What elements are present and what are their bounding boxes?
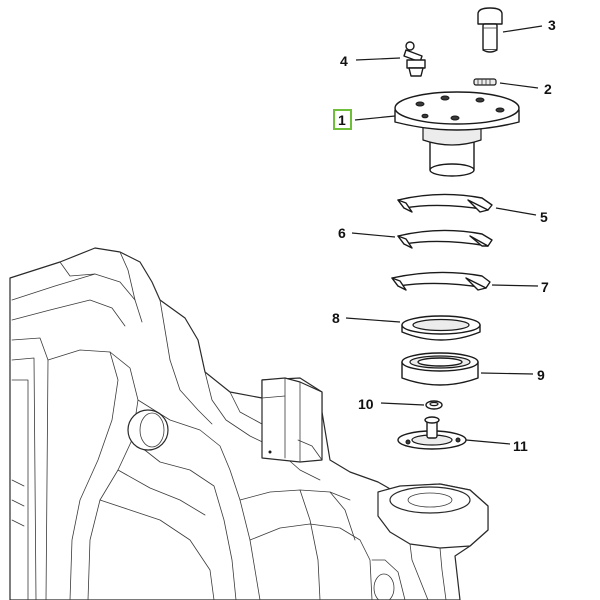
part-7-spacer [391, 271, 491, 291]
leader-4 [355, 57, 401, 61]
callout-11: 11 [513, 438, 528, 454]
leader-10 [380, 402, 425, 406]
part-3-bolt [477, 7, 503, 53]
part-9-bearing [401, 352, 479, 386]
callout-10: 10 [358, 396, 374, 412]
callout-numbers: 1 2 3 4 5 6 7 8 9 10 11 [332, 17, 556, 454]
leader-11 [465, 439, 511, 445]
part-5-spacer [397, 193, 493, 213]
callout-6: 6 [338, 225, 346, 241]
callout-8: 8 [332, 310, 340, 326]
callout-4: 4 [340, 53, 348, 69]
leader-lines [345, 25, 543, 445]
leader-3 [502, 25, 543, 33]
callout-1-highlight-box [333, 109, 352, 130]
leader-7 [491, 284, 539, 287]
part-11-thrust-washer [397, 416, 467, 450]
callout-9: 9 [537, 367, 545, 383]
callout-2: 2 [544, 81, 552, 97]
leader-8 [345, 317, 401, 323]
callout-5: 5 [540, 209, 548, 225]
leader-5 [495, 207, 537, 216]
callout-1: 1 [338, 112, 346, 128]
part-10-o-ring [425, 400, 443, 410]
part-2-pin [473, 78, 497, 86]
part-4-grease-fitting [403, 41, 426, 77]
leader-2 [499, 82, 539, 89]
callout-3: 3 [548, 17, 556, 33]
leader-6 [351, 232, 396, 238]
axle-housing [9, 247, 489, 600]
leader-9 [480, 372, 534, 375]
leader-1 [354, 115, 396, 121]
part-1-spindle-flange [394, 91, 520, 177]
part-6-spacer [397, 229, 493, 249]
part-8-seal [401, 315, 481, 341]
callout-7: 7 [541, 279, 549, 295]
